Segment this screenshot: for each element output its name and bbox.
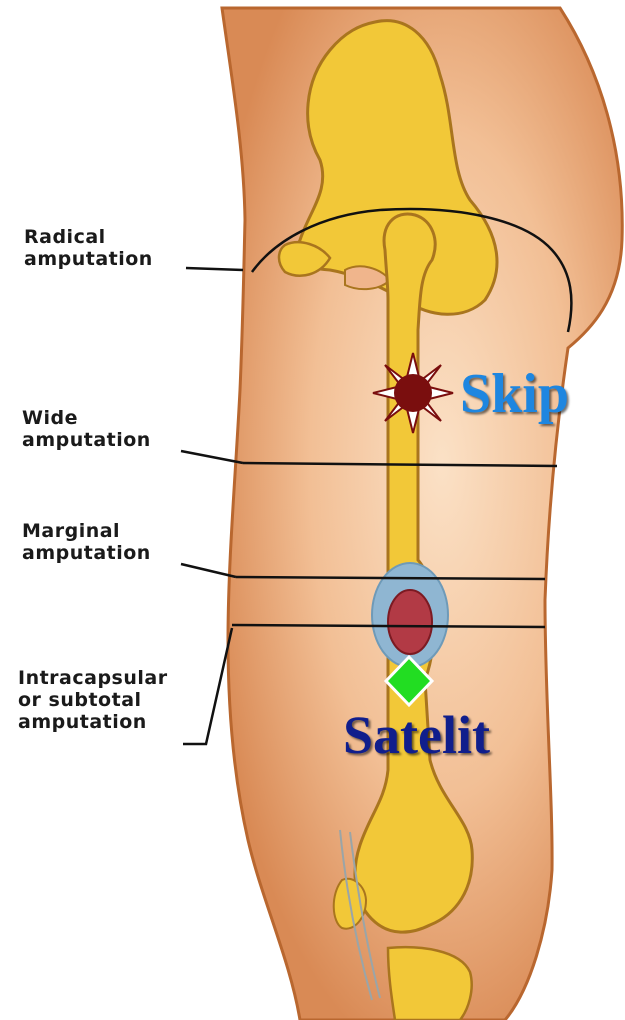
tumor <box>388 590 432 654</box>
wide-amputation-label: Wide amputation <box>22 407 151 451</box>
marginal-label-line2: amputation <box>22 542 151 564</box>
intracapsular-label-line1: Intracapsular <box>18 667 168 689</box>
wide-leader <box>181 451 243 463</box>
intracapsular-amputation-label: Intracapsular or subtotal amputation <box>18 667 168 733</box>
skip-annotation: Skip <box>460 362 569 426</box>
intracapsular-label-line2: or subtotal <box>18 689 168 711</box>
radical-label-line1: Radical <box>24 226 153 248</box>
marginal-label-line1: Marginal <box>22 520 151 542</box>
intracapsular-leader <box>183 628 232 744</box>
tibia-bone <box>388 947 472 1020</box>
wide-label-line1: Wide <box>22 407 151 429</box>
marginal-amputation-label: Marginal amputation <box>22 520 151 564</box>
radical-leader <box>186 268 243 270</box>
skip-lesion-marker <box>373 353 453 433</box>
wide-label-line2: amputation <box>22 429 151 451</box>
marginal-leader <box>181 564 236 577</box>
radical-amputation-label: Radical amputation <box>24 226 153 270</box>
radical-label-line2: amputation <box>24 248 153 270</box>
intracapsular-label-line3: amputation <box>18 711 168 733</box>
satelit-annotation: Satelit <box>343 704 490 766</box>
